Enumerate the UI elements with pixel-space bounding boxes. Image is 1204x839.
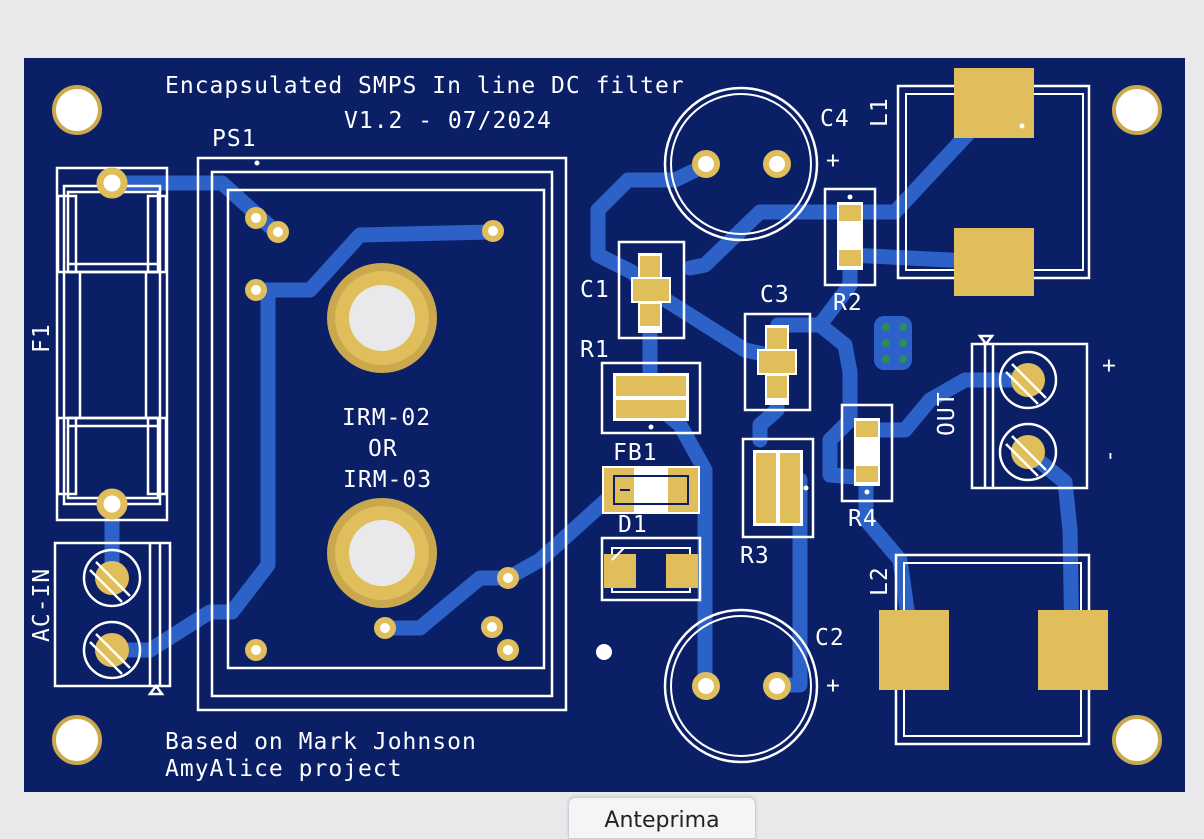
out-terminal [970, 334, 1089, 490]
label-ps1: PS1 [212, 126, 257, 152]
resistor-r3 [741, 437, 815, 539]
out-pads [1005, 363, 1047, 477]
resistor-r2 [823, 187, 877, 287]
label-ac-in: AC-IN [29, 568, 55, 642]
fuse-pads [96, 167, 128, 520]
label-c2: C2 [815, 625, 845, 651]
tab-preview-label: Anteprima [604, 808, 720, 833]
capacitor-c1 [617, 240, 686, 340]
out-minus-sign: - [1098, 449, 1124, 464]
module-label-2: OR [368, 436, 398, 462]
c2-plus-sign: + [826, 673, 841, 699]
capacitor-c3 [743, 312, 812, 412]
label-l2: L2 [867, 566, 893, 596]
c4-plus-sign: + [826, 148, 841, 174]
ac-in-terminal [53, 541, 172, 696]
label-r3: R3 [740, 543, 770, 569]
ps1-pin1-marker [254, 160, 260, 166]
inductor-l2 [879, 553, 1108, 746]
inductor-l1 [896, 68, 1091, 296]
resistor-r4 [840, 403, 894, 503]
label-c3: C3 [760, 282, 790, 308]
module-label-3: IRM-03 [343, 467, 432, 493]
label-r2: R2 [833, 290, 863, 316]
label-r4: R4 [848, 506, 878, 532]
label-out: OUT [934, 391, 960, 436]
credit-line-1: Based on Mark Johnson [165, 729, 477, 755]
label-fb1: FB1 [613, 440, 658, 466]
module-label-1: IRM-02 [342, 405, 431, 431]
via-cluster [882, 323, 907, 363]
ps1-pins [245, 207, 519, 661]
out-plus-sign: + [1102, 353, 1117, 379]
label-d1: D1 [618, 512, 648, 538]
ps1-large-holes [327, 263, 437, 608]
board-version: V1.2 - 07/2024 [344, 108, 552, 134]
diode-d1 [600, 536, 702, 602]
fiducial-mark [596, 644, 612, 660]
capacitor-c2 [663, 608, 819, 764]
label-l1: L1 [867, 97, 893, 127]
ferrite-bead-fb1 [602, 466, 700, 514]
resistor-r1 [600, 361, 702, 435]
credit-line-2: AmyAlice project [165, 756, 403, 782]
label-c4: C4 [820, 106, 850, 132]
label-c1: C1 [580, 277, 610, 303]
label-f1: F1 [29, 323, 55, 353]
ps1-outline [196, 156, 568, 712]
label-r1: R1 [580, 337, 610, 363]
mounting-holes [52, 85, 1162, 765]
ac-in-pads [89, 561, 131, 675]
capacitor-c4 [663, 86, 819, 242]
board-title: Encapsulated SMPS In line DC filter [165, 73, 685, 99]
tab-preview[interactable]: Anteprima [568, 797, 756, 839]
